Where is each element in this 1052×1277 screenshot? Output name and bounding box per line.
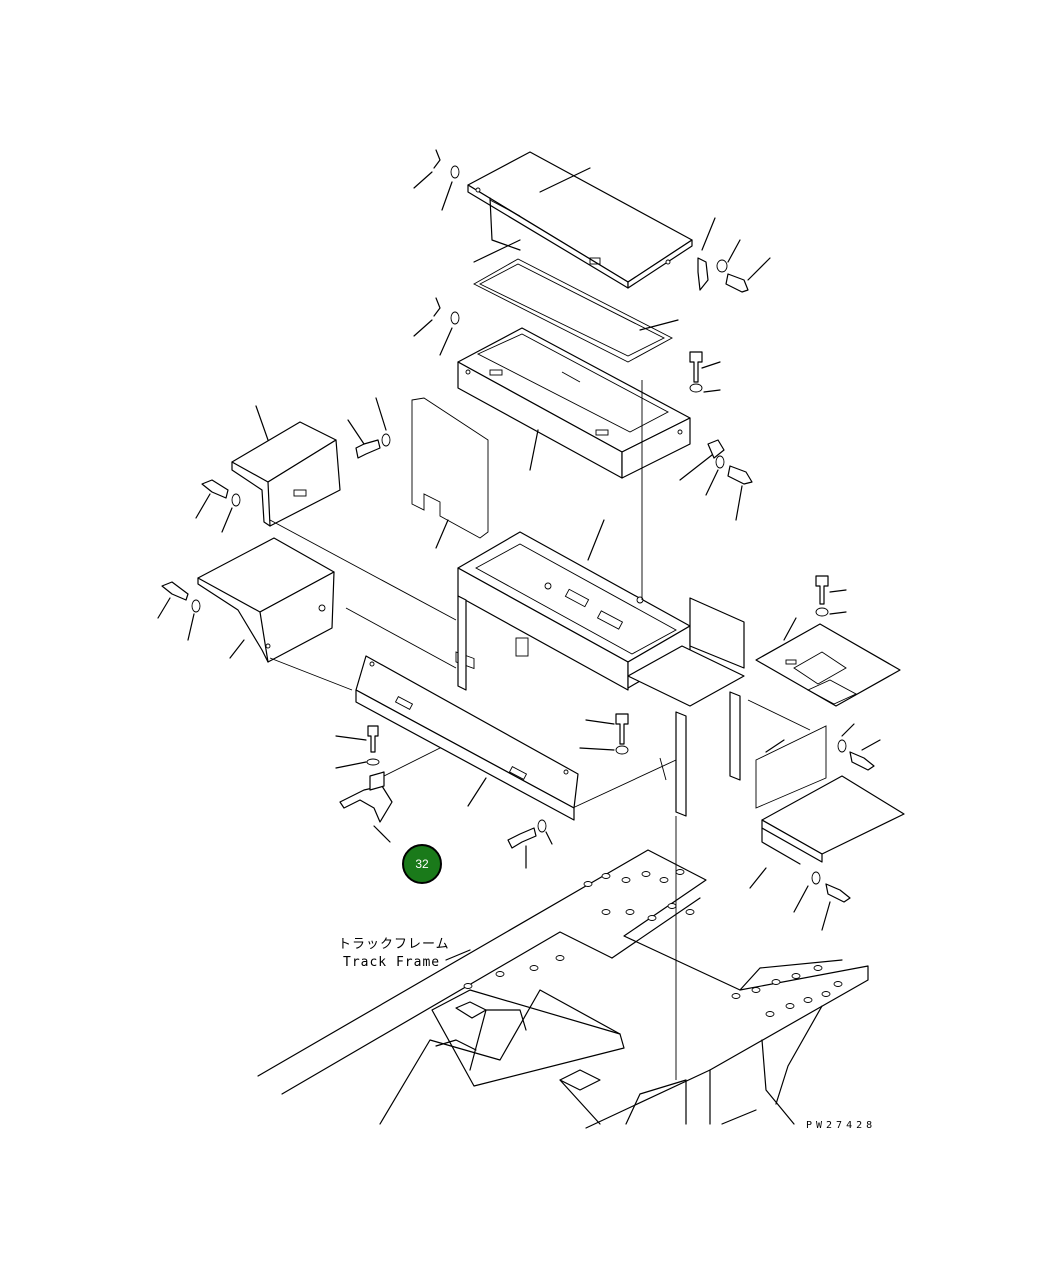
right-lower-box — [749, 775, 905, 889]
frame-hole — [751, 987, 761, 993]
frame-hole — [601, 909, 611, 915]
frame-hole — [771, 979, 781, 985]
large-cover-box — [197, 537, 335, 663]
frame-hole — [821, 991, 831, 997]
frame-hole — [641, 871, 651, 877]
frame-hole — [463, 983, 473, 989]
bolt-right-lower — [793, 871, 851, 931]
drawing-code: PW27428 — [806, 1120, 876, 1131]
frame-hole — [495, 971, 505, 977]
small-cover-box — [231, 405, 341, 527]
bolt-right-upper — [689, 351, 721, 393]
frame-hole — [833, 981, 843, 987]
latch-top-right — [697, 217, 771, 293]
frame-hole — [625, 909, 635, 915]
frame-hole — [803, 997, 813, 1003]
bolt-left-upper — [195, 479, 241, 533]
frame-hole — [659, 877, 669, 883]
bolt-left-lower — [157, 581, 201, 641]
bracket-right — [679, 439, 753, 521]
frame-hole — [731, 993, 741, 999]
clamp-bracket — [339, 771, 393, 843]
frame-hole — [785, 1003, 795, 1009]
frame-hole — [555, 955, 565, 961]
hinge-pin-top — [413, 149, 460, 211]
hinge-pin-mid — [413, 297, 460, 356]
part-callout-32[interactable]: 32 — [402, 844, 442, 884]
frame-hole — [621, 877, 631, 883]
side-plate-panel — [411, 397, 489, 670]
gasket-seal — [473, 258, 679, 363]
frame-hole — [765, 1011, 775, 1017]
frame-hole — [583, 881, 593, 887]
frame-hole — [675, 869, 685, 875]
bolt-stand — [579, 713, 629, 755]
assembly-lines — [269, 519, 811, 813]
side-bar-cover — [355, 655, 579, 821]
frame-hole — [685, 909, 695, 915]
right-side-plate — [755, 725, 827, 809]
frame-hole — [667, 903, 677, 909]
frame-label-en: Track Frame — [343, 955, 440, 970]
frame-hole — [791, 973, 801, 979]
bolt-clamp — [335, 725, 380, 769]
frame-hole — [601, 873, 611, 879]
callout-circle — [402, 844, 442, 884]
right-top-plate — [755, 617, 901, 707]
bolt-bar-lower — [507, 819, 553, 869]
frame-hole — [647, 915, 657, 921]
battery-stand-frame — [457, 519, 745, 817]
frame-holes — [463, 869, 843, 1017]
bolt-right-side — [837, 723, 881, 771]
frame-label-jp: トラックフレーム — [338, 937, 450, 952]
bolt-small-box — [347, 397, 391, 459]
bolt-right-plate — [815, 575, 847, 617]
top-cover-lid — [467, 151, 693, 289]
battery-tray — [457, 327, 691, 479]
track-frame — [257, 849, 869, 1129]
callout-number: 32 — [415, 857, 429, 871]
frame-hole — [529, 965, 539, 971]
frame-hole — [813, 965, 823, 971]
